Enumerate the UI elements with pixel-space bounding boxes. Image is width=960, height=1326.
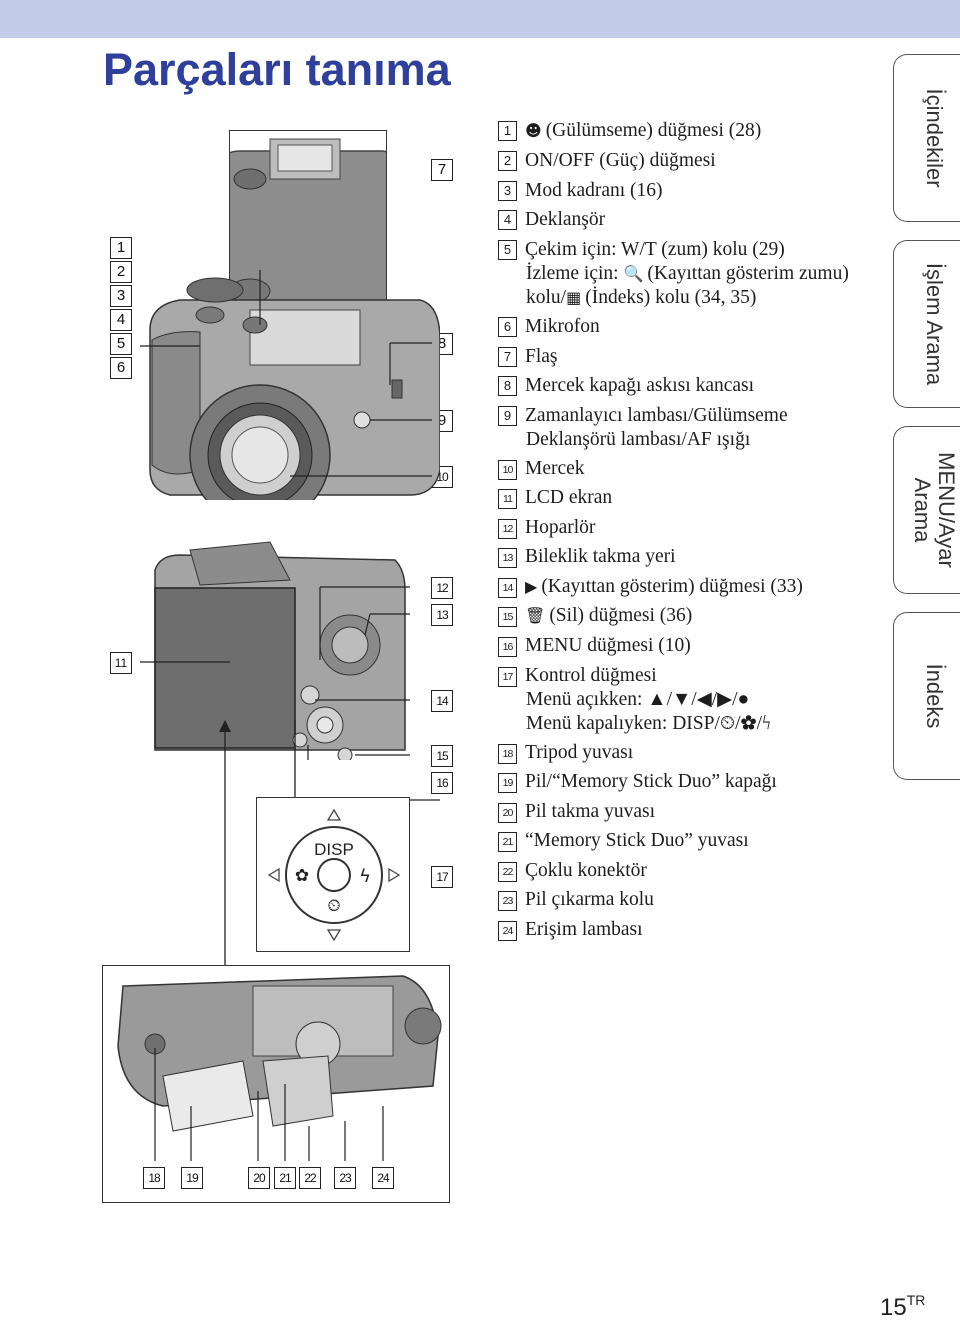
- tab-contents[interactable]: İçindekiler: [893, 54, 960, 222]
- callout-5: 5: [110, 333, 132, 355]
- callout-20: 20: [248, 1167, 270, 1189]
- list-item-subline: İzleme için: 🔍(Kayıttan gösterim zumu): [526, 263, 849, 284]
- callout-16: 16: [431, 772, 453, 794]
- tab-menu-settings-search[interactable]: MENU/Ayar Arama: [893, 426, 960, 594]
- tab-index[interactable]: İndeks: [893, 612, 960, 780]
- camera-bottom-panel: 18 19 20 21 22 23 24: [102, 965, 450, 1203]
- index-icon: ▦: [566, 288, 582, 307]
- callout-1: 1: [110, 237, 132, 259]
- callout-17: 17: [431, 866, 453, 888]
- callout-13: 13: [431, 604, 453, 626]
- callout-18: 18: [143, 1167, 165, 1189]
- page-number: 15TR: [880, 1292, 926, 1321]
- list-item-subline: Menü açıkken: ▲/▼/◀/▶/●: [526, 689, 750, 710]
- callout-22: 22: [299, 1167, 321, 1189]
- macro-icon: ✿: [295, 866, 309, 886]
- page-title: Parçaları tanıma: [103, 44, 451, 95]
- flash-icon: ϟ: [359, 866, 371, 887]
- list-item: 15🗑(Sil) düğmesi (36): [498, 605, 692, 627]
- callout-14: 14: [431, 690, 453, 712]
- callout-24: 24: [372, 1167, 394, 1189]
- list-item-subline: Menü kapalıyken: DISP/⏲/✿/ϟ: [526, 713, 771, 734]
- callout-7: 7: [431, 159, 453, 181]
- list-item-subline: Deklanşörü lambası/AF ışığı: [526, 429, 751, 450]
- callout-21: 21: [274, 1167, 296, 1189]
- smile-icon: ☻: [525, 121, 542, 140]
- callout-3: 3: [110, 285, 132, 307]
- callout-15: 15: [431, 745, 453, 767]
- callout-12: 12: [431, 577, 453, 599]
- self-timer-icon: ⏲: [327, 896, 340, 916]
- callout-11: 11: [110, 652, 132, 674]
- callout-23: 23: [334, 1167, 356, 1189]
- list-item-subline: kolu/▦(İndeks) kolu (34, 35): [526, 287, 757, 308]
- callout-6: 6: [110, 357, 132, 379]
- top-banner: [0, 0, 960, 38]
- callout-19: 19: [181, 1167, 203, 1189]
- list-item: 21“Memory Stick Duo” yuvası: [498, 830, 749, 852]
- tab-operation-search[interactable]: İşlem Arama: [893, 240, 960, 408]
- camera-front-panel: [229, 130, 387, 312]
- dial-disp-label: DISP: [314, 840, 354, 859]
- camera-front-illustration: [140, 270, 440, 500]
- list-item: 1☻(Gülümseme) düğmesi (28): [498, 120, 761, 142]
- trash-icon: 🗑: [525, 606, 546, 625]
- playback-zoom-icon: 🔍: [623, 264, 644, 283]
- control-dial-panel: DISP ✿ ϟ ⏲: [256, 797, 410, 952]
- play-icon: ▶: [525, 577, 538, 596]
- list-item: 14▶(Kayıttan gösterim) düğmesi (33): [498, 576, 803, 598]
- callout-2: 2: [110, 261, 132, 283]
- callout-4: 4: [110, 309, 132, 331]
